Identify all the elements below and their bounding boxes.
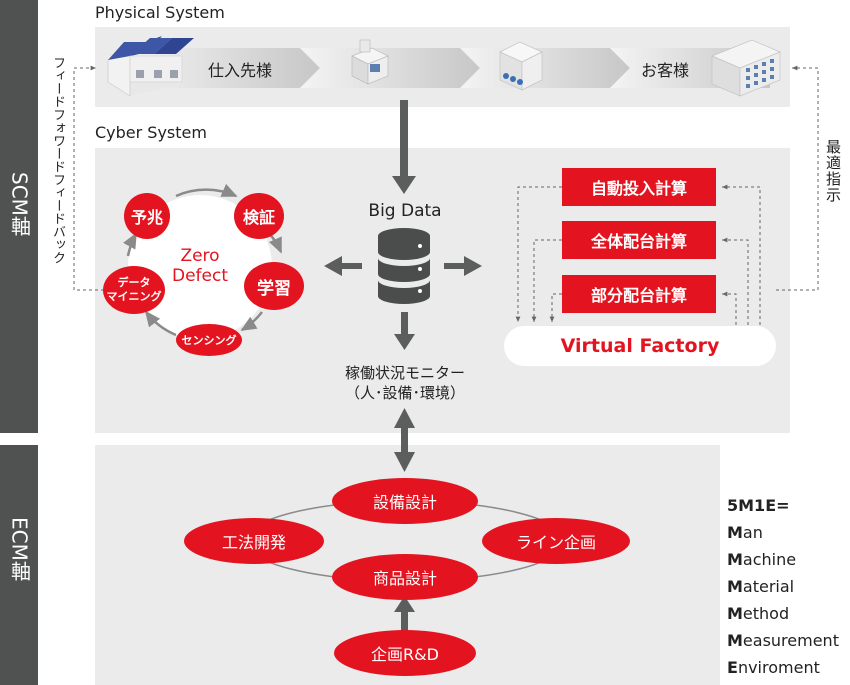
cycle-node-mining: データ マイニング (103, 266, 165, 314)
scm-axis-bar: SCM軸 (0, 0, 38, 433)
bidirectional-arrow-monitor-ecm (394, 408, 415, 472)
virtual-factory-dashed-arrows (515, 184, 761, 325)
cycle-node-sensing: センシング (176, 324, 242, 356)
down-arrow-bigdata-to-monitor (394, 312, 415, 350)
zero-defect-label: Zero Defect (160, 246, 240, 286)
legend-item: Material (727, 577, 795, 596)
5m1e-legend: 5M1E= Man Machine Material Method Measur… (727, 492, 839, 681)
scm-axis-label: SCM軸 (7, 172, 32, 236)
big-data-label: Big Data (368, 201, 442, 221)
verify-label: 検証 (242, 208, 275, 227)
legend-item: Measurement (727, 631, 839, 650)
ecm-node-product: 商品設計 (332, 554, 478, 600)
legend-item: Machine (727, 550, 797, 569)
ecm-node-equipment: 設備設計 (332, 478, 478, 524)
cycle-node-learn: 学習 (244, 262, 304, 310)
cyber-system-title: Cyber System (95, 123, 207, 142)
feedforward-feedback-label: フィードフォワードフィードバック (50, 56, 65, 264)
building-icon (711, 39, 781, 97)
customer-label: お客様 (641, 61, 690, 80)
ecm-axis-label: ECM軸 (7, 517, 32, 581)
monitor-label-line2: （人･設備･環境） (344, 384, 465, 402)
auto-input-calc-box: 自動投入計算 (562, 168, 716, 206)
ecm-axis-bar: ECM軸 (0, 445, 38, 685)
cycle-node-predict: 予兆 (124, 193, 170, 239)
optimal-instruction-label: 最適指示 (824, 139, 842, 203)
legend-item: Method (727, 604, 790, 623)
ecm-node-planning: 企画R&D (334, 630, 476, 676)
defect-label: Defect (171, 266, 228, 286)
factory-icon (107, 36, 194, 97)
right-arrow-bigdata (444, 256, 482, 276)
mining-label-line1: データ (117, 276, 151, 289)
mining-label-line2: マイニング (106, 290, 162, 303)
legend-item: Enviroment (727, 658, 820, 677)
partial-allocation-calc-box: 部分配台計算 (562, 275, 716, 313)
monitor-label-line1: 稼働状況モニター (344, 364, 465, 382)
predict-label: 予兆 (130, 208, 163, 227)
legend-item: Man (727, 523, 763, 542)
supplier-label: 仕入先様 (208, 61, 273, 80)
whole-allocation-calc-box: 全体配台計算 (562, 221, 716, 259)
zero-label: Zero (180, 246, 220, 266)
physical-system-title: Physical System (95, 3, 225, 22)
cycle-node-verify: 検証 (234, 193, 284, 239)
feedback-dashed-line (73, 65, 104, 291)
virtual-factory-box: Virtual Factory (504, 326, 776, 366)
optimal-instruction-dashed-line (776, 65, 819, 291)
ecm-node-method: 工法開発 (184, 518, 324, 564)
up-arrow-planning-to-product (394, 596, 415, 636)
legend-title: 5M1E= (727, 496, 790, 515)
down-arrow-physical-to-bigdata (392, 100, 416, 194)
ecm-node-line: ライン企画 (482, 518, 630, 564)
machine-icon (351, 39, 389, 85)
left-arrow-bigdata (324, 256, 362, 276)
warehouse-icon (499, 41, 543, 91)
learn-label: 学習 (257, 278, 291, 299)
sensing-label: センシング (181, 334, 237, 347)
database-icon (378, 228, 430, 304)
